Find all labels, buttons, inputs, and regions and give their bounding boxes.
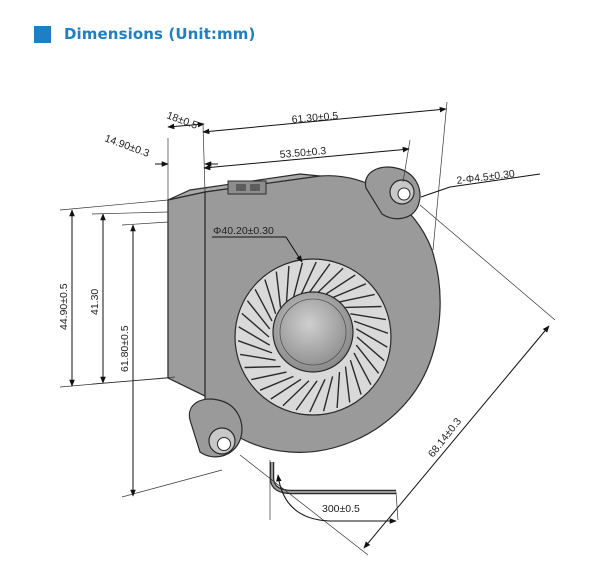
impeller-blade xyxy=(332,283,367,299)
impeller-blade xyxy=(344,366,351,403)
impeller-blade xyxy=(345,305,382,309)
impeller-blades xyxy=(237,261,389,413)
impeller-blade xyxy=(308,263,331,294)
fan-top-tab xyxy=(227,180,267,195)
dim-hole-spacing-horizontal: 53.50±0.3 xyxy=(279,145,327,161)
impeller-blade xyxy=(285,265,290,302)
dim-outlet-height: 41.30 xyxy=(89,289,101,315)
dim-height-overall: 61.80±0.5 xyxy=(119,325,131,372)
impeller-blade xyxy=(264,279,277,315)
impeller-blade xyxy=(336,372,341,409)
impeller-blade xyxy=(270,378,302,400)
dim-width-overall: 61.30±0.5 xyxy=(291,110,339,126)
section-header: Dimensions (Unit:mm) xyxy=(34,22,255,46)
impeller-blade xyxy=(324,274,356,296)
impeller-blade xyxy=(316,267,344,294)
impeller-blade xyxy=(322,376,334,412)
dim-side-offset: 14.90±0.3 xyxy=(103,133,151,160)
mounting-ear-bottom xyxy=(188,398,243,458)
dim-mounting-holes: 2-Φ4.5±0.30 xyxy=(456,168,516,187)
impeller-blade xyxy=(295,380,318,411)
fan-cable xyxy=(269,462,396,495)
dim-outlet-width: 18±0.5 xyxy=(165,110,199,132)
impeller-blade xyxy=(350,313,387,321)
impeller-blade xyxy=(282,380,310,407)
impeller-blade xyxy=(239,353,276,361)
impeller-blade xyxy=(244,365,281,369)
impeller-blade xyxy=(259,375,294,391)
dim-cable-length: 300±0.5 xyxy=(322,503,360,515)
blower-fan xyxy=(167,166,441,495)
impeller-blade xyxy=(309,379,326,413)
header-square-icon xyxy=(34,25,51,43)
impeller-blade xyxy=(246,300,271,330)
impeller-blade xyxy=(292,262,304,298)
impeller-blade xyxy=(339,293,375,303)
impeller-blade xyxy=(254,288,273,322)
dim-hole-spacing-diagonal: 68.14±0.3 xyxy=(426,416,464,460)
impeller-hub xyxy=(272,291,354,373)
impeller-blade xyxy=(237,340,273,354)
dim-height-body: 44.90±0.5 xyxy=(58,283,70,330)
section-title: Dimensions (Unit:mm) xyxy=(64,25,256,43)
impeller-blade xyxy=(275,271,282,308)
dim-impeller-diameter: Φ40.20±0.30 xyxy=(213,225,274,237)
impeller-blade xyxy=(241,312,270,338)
impeller-blade xyxy=(238,326,271,346)
impeller-blade xyxy=(300,261,317,295)
impeller-blade xyxy=(349,359,362,395)
dimension-lines xyxy=(59,101,556,556)
mounting-ear-top xyxy=(364,166,421,220)
impeller-blade xyxy=(251,371,287,381)
fan-outlet-face xyxy=(167,191,206,397)
